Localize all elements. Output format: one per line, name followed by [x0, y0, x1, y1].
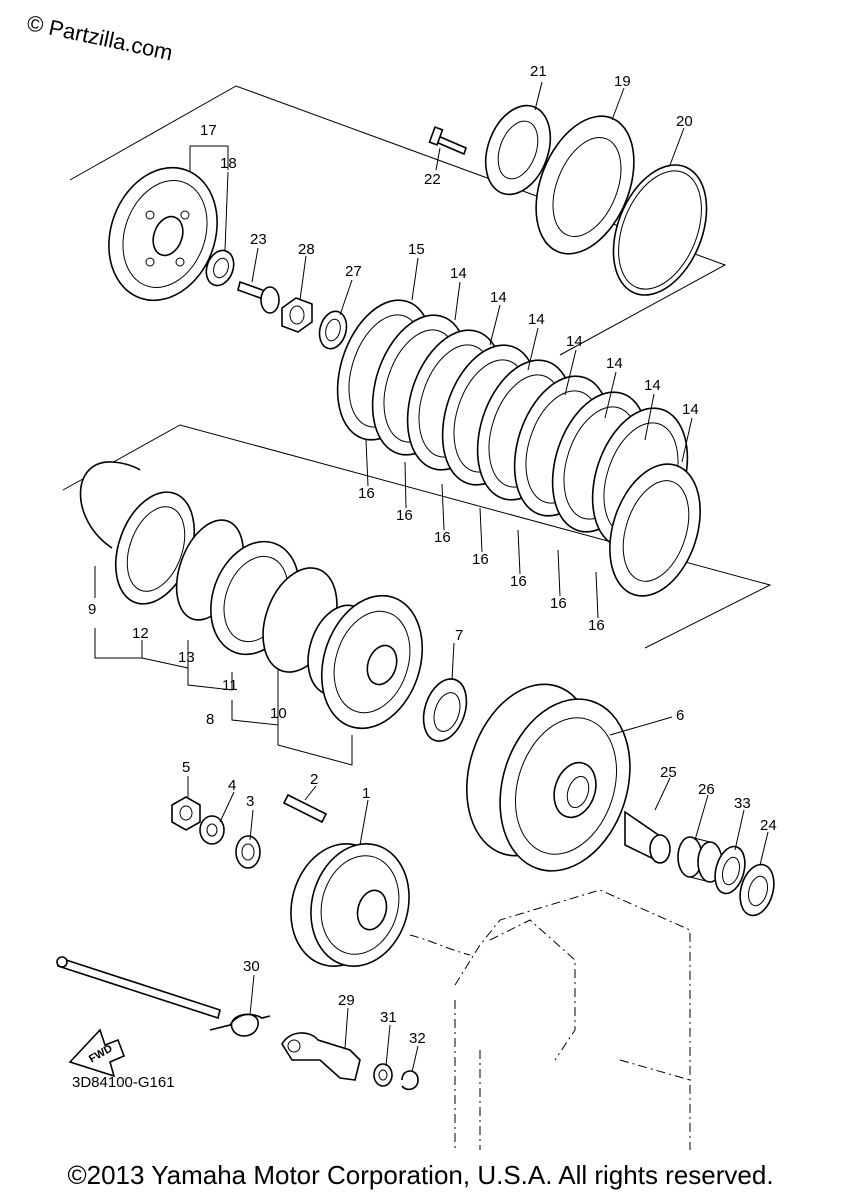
- leader-lines: [94, 81, 769, 1073]
- friction-plate-stack: [336, 299, 701, 597]
- fwd-arrow-icon: [68, 1028, 126, 1078]
- callout-28: 28: [298, 241, 315, 258]
- callout-6: 6: [676, 707, 684, 724]
- callout-8: 8: [206, 711, 214, 728]
- callout-14-e: 14: [606, 355, 623, 372]
- pressure-plate: [108, 166, 218, 302]
- nut-28: [281, 297, 313, 333]
- callout-19: 19: [614, 73, 631, 90]
- callout-14-f: 14: [644, 377, 661, 394]
- push-lever-shaft: [56, 956, 221, 1020]
- callout-16-a: 16: [358, 485, 375, 502]
- nut-5: [171, 796, 201, 831]
- lock-washer-4: [199, 815, 225, 845]
- washer-27: [318, 310, 348, 350]
- callout-11: 11: [222, 677, 238, 694]
- callout-21: 21: [530, 63, 547, 80]
- callout-16-f: 16: [550, 595, 567, 612]
- crankcase-outline: [409, 889, 691, 1150]
- callout-4: 4: [228, 777, 236, 794]
- spacer-25: [624, 810, 671, 864]
- copyright-footer: ©2013 Yamaha Motor Corporation, U.S.A. A…: [67, 1160, 774, 1190]
- callout-26: 26: [698, 781, 715, 798]
- callout-7: 7: [455, 627, 463, 644]
- callout-labels: 17 18 23 28 27 22 21 19 20 15 14 14 14 1…: [88, 63, 777, 1047]
- callout-14-g: 14: [682, 401, 699, 418]
- callout-9: 9: [88, 601, 96, 618]
- callout-25: 25: [660, 764, 677, 781]
- callout-30: 30: [243, 958, 260, 975]
- washer-31: [373, 1063, 393, 1087]
- callout-14-b: 14: [490, 289, 507, 306]
- callout-17: 17: [200, 122, 217, 139]
- callout-14-a: 14: [450, 265, 467, 282]
- callout-13: 13: [178, 649, 195, 666]
- push-lever: [281, 1032, 361, 1081]
- bearing: [205, 249, 235, 287]
- callout-29: 29: [338, 992, 355, 1009]
- callout-16-e: 16: [510, 573, 527, 590]
- lower-plate-set: [79, 461, 338, 673]
- key-2: [282, 793, 328, 824]
- callout-12: 12: [132, 625, 149, 642]
- thrust-washer-7: [422, 678, 468, 742]
- callout-5: 5: [182, 759, 190, 776]
- callout-16-g: 16: [588, 617, 605, 634]
- callout-16-c: 16: [434, 529, 451, 546]
- callout-14-d: 14: [566, 333, 583, 350]
- callout-16-b: 16: [396, 507, 413, 524]
- lower-group-outline: [62, 424, 772, 649]
- clutch-housing: [465, 683, 631, 872]
- diagram-code: 3D84100-G161: [72, 1074, 175, 1091]
- callout-23: 23: [250, 231, 267, 248]
- callout-32: 32: [409, 1030, 426, 1047]
- torsion-spring: [209, 1013, 271, 1037]
- upper-group-outline: [69, 85, 727, 356]
- callout-2: 2: [310, 771, 318, 788]
- circlip-32: [401, 1070, 419, 1091]
- needle-bearing: [677, 836, 723, 883]
- clutch-boss: [307, 594, 424, 730]
- callout-15: 15: [408, 241, 425, 258]
- callout-3: 3: [246, 793, 254, 810]
- circlip-20: [612, 164, 708, 296]
- callout-22: 22: [424, 171, 441, 188]
- washer-3: [235, 835, 261, 869]
- bolt: [428, 126, 467, 156]
- callout-24: 24: [760, 817, 777, 834]
- callout-20: 20: [676, 113, 693, 130]
- callout-10: 10: [270, 705, 287, 722]
- callout-16-d: 16: [472, 551, 489, 568]
- callout-14-c: 14: [528, 311, 545, 328]
- callout-33: 33: [734, 795, 751, 812]
- callout-27: 27: [345, 263, 362, 280]
- plate-21: [484, 104, 552, 196]
- primary-drive-gear: [290, 843, 410, 967]
- plate-19: [535, 115, 635, 255]
- callout-1: 1: [362, 785, 370, 802]
- washer-24: [739, 863, 775, 917]
- callout-18: 18: [220, 155, 237, 172]
- callout-31: 31: [380, 1009, 397, 1026]
- push-rod: [237, 280, 280, 314]
